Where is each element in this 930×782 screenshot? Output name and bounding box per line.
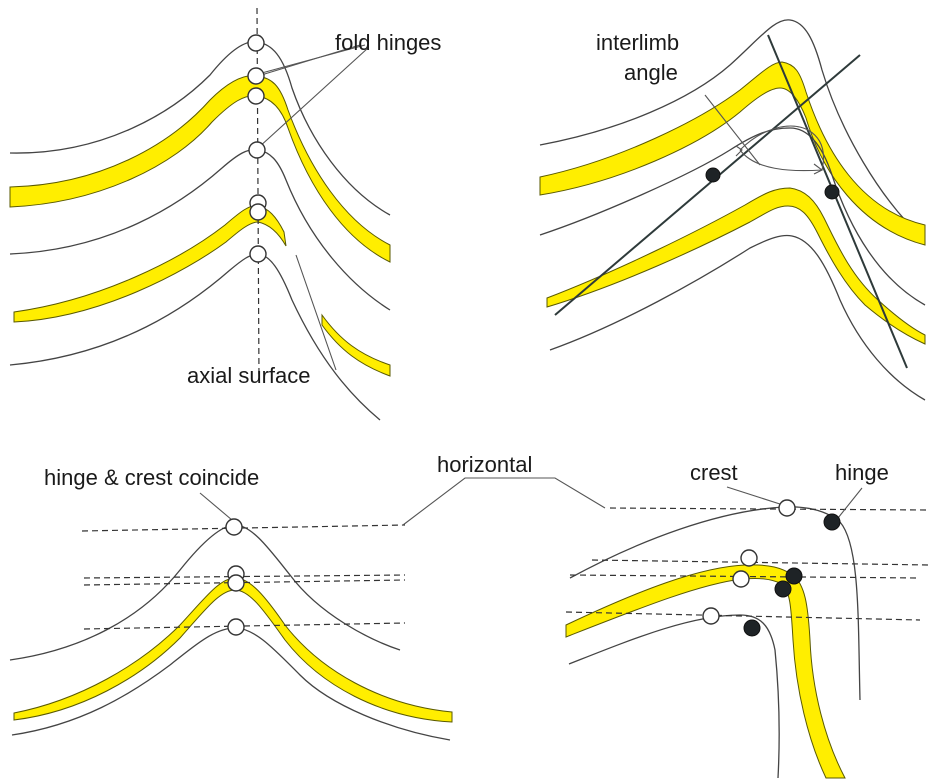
panel-hinge-crest-coincide: hinge & crest coincide [9, 465, 453, 741]
yellow-bed [13, 577, 453, 723]
fold-line [539, 19, 926, 241]
angle-label: angle [624, 60, 678, 85]
fold-line [9, 148, 391, 311]
hinge-marker [774, 580, 792, 598]
yellow-bed [321, 313, 391, 377]
yellow-bed [546, 187, 926, 345]
yellow-bed [565, 564, 846, 779]
horizontal-line [565, 611, 921, 621]
hinge-marker [785, 567, 803, 585]
hinge-crest-marker [227, 574, 245, 592]
interlimb-label: interlimb [596, 30, 679, 55]
horizontal-annotation: horizontal [402, 452, 606, 526]
horizontal-line [609, 507, 930, 511]
axial-surface-label: axial surface [187, 363, 311, 388]
arrowhead [735, 145, 743, 157]
crest-marker [778, 499, 796, 517]
hinge-marker [247, 87, 265, 105]
horizontal-label: horizontal [437, 452, 532, 477]
leader-line [837, 487, 863, 519]
yellow-bed [539, 61, 926, 246]
leader-line [295, 254, 337, 371]
crest-label: crest [690, 460, 738, 485]
limb-marker [824, 184, 840, 200]
panel-interlimb-angle: interlimb angle [539, 19, 926, 401]
fold-line [539, 127, 926, 306]
crest-marker [740, 549, 758, 567]
angle-arc-bottom [739, 149, 823, 172]
axial-surface-line [256, 7, 260, 381]
hinge-marker [247, 67, 265, 85]
horizontal-line [83, 574, 406, 579]
horizontal-leader [402, 477, 606, 526]
hinge-marker [249, 203, 267, 221]
horizontal-line [591, 559, 930, 566]
hinge-label: hinge [835, 460, 889, 485]
hinge-marker [247, 34, 265, 52]
angle-arc [739, 125, 825, 171]
yellow-bed [13, 205, 287, 323]
panel-fold-hinges: fold hinges axial surface [9, 7, 441, 421]
leader-line [257, 44, 361, 77]
hinge-marker [823, 513, 841, 531]
hinge-crest-label: hinge & crest coincide [44, 465, 259, 490]
leader-line [199, 492, 233, 521]
leader-line [726, 486, 784, 506]
fold-line [9, 524, 401, 661]
panel-crest-hinge: crest hinge [565, 460, 930, 779]
limb-marker [705, 167, 721, 183]
hinge-crest-marker [225, 518, 243, 536]
leader-line [257, 47, 369, 149]
crest-marker [732, 570, 750, 588]
yellow-bed [9, 75, 391, 263]
interlimb-leader [704, 94, 761, 166]
hinge-marker [248, 141, 266, 159]
hinge-crest-marker [227, 618, 245, 636]
hinge-marker [743, 619, 761, 637]
limb-tangent-left [554, 54, 861, 316]
crest-marker [702, 607, 720, 625]
fold-hinges-label: fold hinges [335, 30, 441, 55]
fold-line [549, 234, 926, 401]
arrowhead [813, 163, 824, 175]
fold-line [568, 614, 780, 779]
limb-tangent-right [767, 34, 908, 369]
hinge-marker [249, 245, 267, 263]
horizontal-line [81, 524, 406, 532]
